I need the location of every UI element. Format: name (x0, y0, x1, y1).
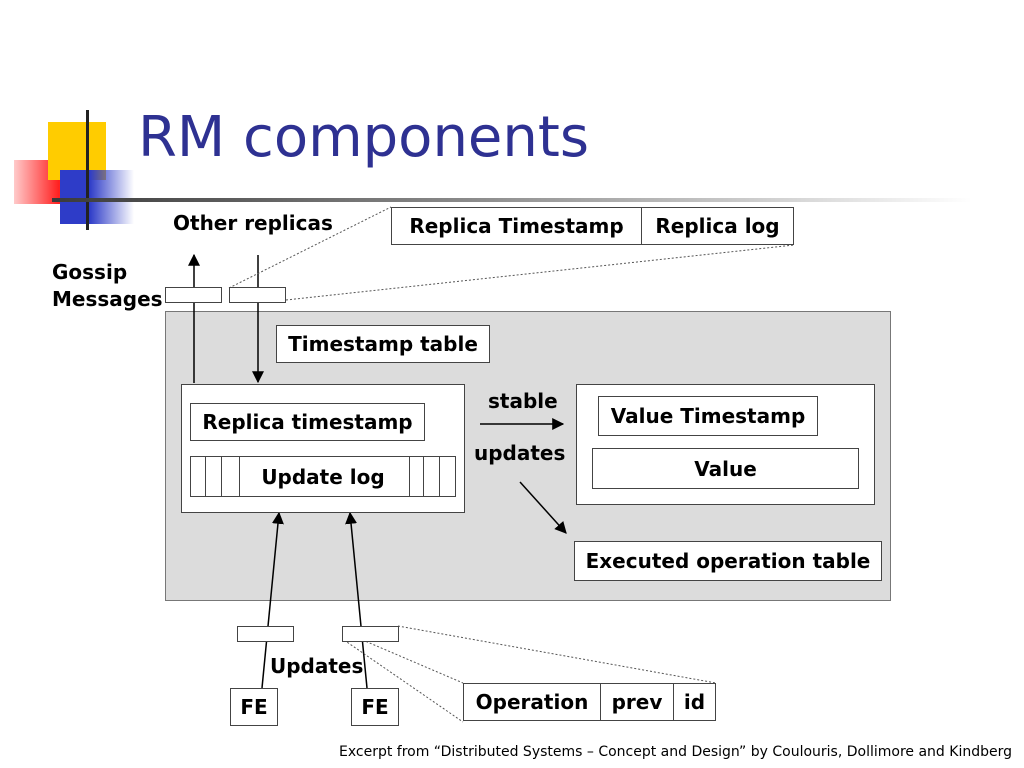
update-message-slot-2 (342, 626, 399, 642)
gossip-field-replica-log: Replica log (641, 207, 794, 245)
executed-operation-table: Executed operation table (574, 541, 882, 581)
replica-timestamp: Replica timestamp (190, 403, 425, 441)
value: Value (592, 448, 859, 489)
update-log-divider (409, 457, 410, 496)
fe1-update-arrow (261, 511, 284, 689)
executed-operation-arrow (519, 481, 567, 534)
gossip-message-in (229, 287, 286, 303)
updates-stable-label: updates (474, 441, 566, 465)
citation-footer: Excerpt from “Distributed Systems – Conc… (339, 744, 1012, 760)
gossip-field-replica-timestamp: Replica Timestamp (391, 207, 642, 245)
update-zoom-line-top (397, 625, 717, 684)
gossip-message-out (165, 287, 222, 303)
update-log-divider (423, 457, 424, 496)
update-message-slot-1 (237, 626, 294, 642)
update-field-prev: prev (600, 683, 674, 721)
front-end-1: FE (230, 688, 278, 726)
title-rule (52, 198, 972, 202)
update-log-divider (239, 457, 240, 496)
fe2-update-arrow (345, 511, 368, 689)
update-log-label: Update log (261, 464, 385, 489)
slide-title: RM components (138, 105, 590, 170)
decor-blue-square (60, 170, 134, 224)
messages-label: Messages (52, 287, 163, 311)
update-log-divider (439, 457, 440, 496)
update-log-divider (221, 457, 222, 496)
other-replicas-label: Other replicas (173, 211, 333, 235)
gossip-label: Gossip (52, 260, 128, 284)
value-timestamp: Value Timestamp (598, 396, 818, 436)
update-field-id: id (673, 683, 716, 721)
update-log (190, 456, 456, 497)
front-end-2: FE (351, 688, 399, 726)
stable-label: stable (488, 389, 558, 413)
updates-label: Updates (270, 654, 364, 678)
update-zoom-line-bottom (343, 639, 464, 723)
timestamp-table: Timestamp table (276, 325, 490, 363)
decor-vertical-line (86, 110, 89, 230)
update-log-divider (205, 457, 206, 496)
update-field-operation: Operation (463, 683, 601, 721)
gossip-zoom-line-right (285, 244, 795, 301)
